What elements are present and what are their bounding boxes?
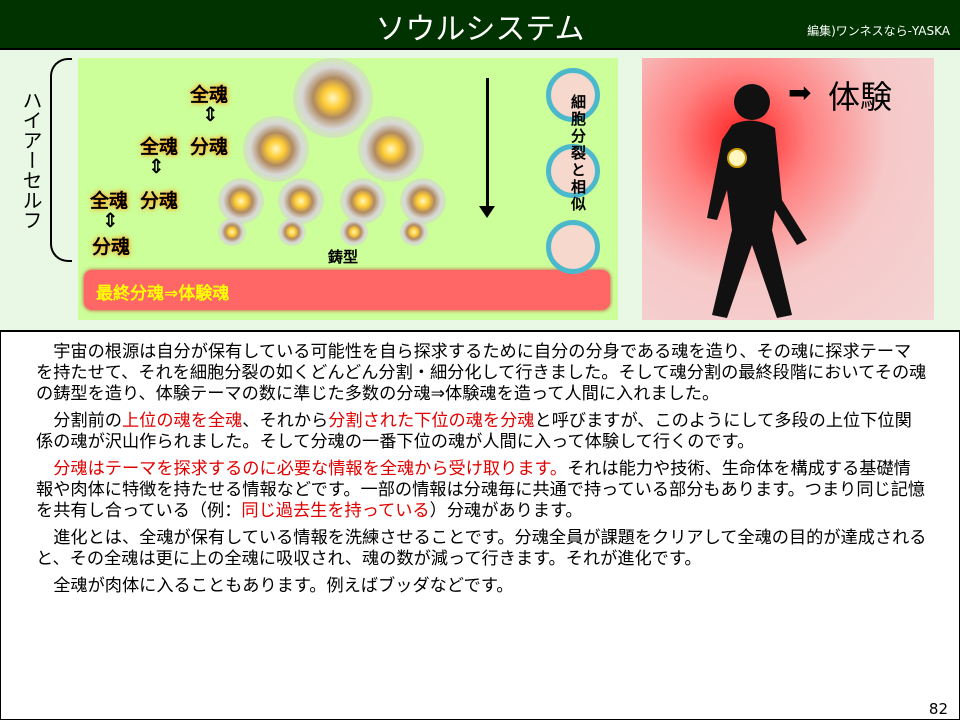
- updown-arrow-icon: ⇕: [202, 102, 219, 126]
- highlight-text: 分魂はテーマを探求するのに必要な情報を全魂から受け取ります。: [53, 459, 568, 479]
- label-whole-soul: 全魂: [140, 136, 179, 158]
- text-segment: 分割前の: [53, 411, 122, 431]
- soul-level2: [243, 116, 309, 182]
- highlight-text: 同じ過去生を持っている: [241, 501, 430, 521]
- human-silhouette-image: ➡ 体験: [642, 58, 934, 320]
- label-divided-soul: 分魂: [140, 190, 179, 212]
- updown-arrow-icon: ⇕: [148, 154, 165, 178]
- text-segment: ）分魂があります。: [429, 501, 583, 521]
- soul-level3: [400, 178, 446, 224]
- paragraph: 分割前の上位の魂を全魂、それから分割された下位の魂を分魂と呼びますが、このように…: [36, 411, 928, 453]
- label-divided-soul: 分魂: [92, 236, 131, 258]
- credit: 編集)ワンネスなら-YASKA: [807, 24, 950, 38]
- highlight-text: 分割された下位の魂を分魂: [328, 411, 535, 431]
- slide-title: ソウルシステム: [375, 12, 585, 47]
- cell-division-label: 細胞分裂と相似: [569, 94, 587, 213]
- mold-label: 鋳型: [328, 248, 359, 266]
- soul-diagram: 全魂 ⇕ 全魂 分魂 ⇕ 全魂 分魂 ⇕ 分魂 鋳型 最終分魂⇒体験魂 細胞分裂…: [78, 58, 618, 320]
- label-whole-soul: 全魂: [90, 190, 129, 212]
- text-segment: それは能力や技術、生命体を構成する基礎情報や肉体に特徴を持たせる情報などです。一…: [36, 459, 926, 521]
- paragraph: 宇宙の根源は自分が保有している可能性を自ら探求するために自分の分身である魂を造り…: [36, 342, 928, 405]
- cell-icon: [546, 68, 600, 122]
- soul-level4: [218, 218, 246, 246]
- paragraph: 分魂はテーマを探求するのに必要な情報を全魂から受け取ります。それは能力や技術、生…: [36, 459, 928, 522]
- cell-two-icon: [546, 144, 600, 198]
- experience-label: 体験: [828, 78, 893, 116]
- higher-self-label: ハイアーセルフ: [19, 90, 43, 230]
- text-segment: 全魂が肉体に入ることもあります。例えばブッダなどです。: [53, 576, 514, 596]
- soul-level4: [400, 218, 428, 246]
- human-silhouette-icon: [707, 84, 807, 318]
- title-bar: ソウルシステム 編集)ワンネスなら-YASKA: [0, 0, 960, 50]
- label-divided-soul: 分魂: [190, 136, 229, 158]
- cell-many-icon: [546, 220, 600, 274]
- text-segment: 進化とは、全魂が保有している情報を洗練させることです。分魂全員が課題をクリアして…: [36, 528, 927, 569]
- cell-division-icons: [546, 68, 606, 296]
- final-soul-bar: 最終分魂⇒体験魂: [84, 270, 610, 310]
- label-whole-soul: 全魂: [190, 84, 229, 106]
- body-text: 宇宙の根源は自分が保有している可能性を自ら探求するために自分の分身である魂を造り…: [36, 342, 928, 603]
- page-number: 82: [928, 700, 948, 718]
- final-soul-label: 最終分魂⇒体験魂: [96, 284, 230, 304]
- paragraph: 進化とは、全魂が保有している情報を洗練させることです。分魂全員が課題をクリアして…: [36, 528, 928, 570]
- text-segment: 、それから: [242, 411, 329, 431]
- paragraph: 全魂が肉体に入ることもあります。例えばブッダなどです。: [36, 576, 928, 597]
- updown-arrow-icon: ⇕: [102, 208, 119, 232]
- down-arrow-icon: [479, 78, 495, 218]
- brace: [50, 58, 72, 262]
- text-segment: 宇宙の根源は自分が保有している可能性を自ら探求するために自分の分身である魂を造り…: [36, 342, 927, 404]
- text-segment: と呼びますが、このようにして多段の上位下位関係の魂が沢山作られました。そして分魂…: [36, 411, 912, 452]
- soul-level3: [340, 178, 386, 224]
- soul-level2: [358, 116, 424, 182]
- illustration-panel: ハイアーセルフ 全魂 ⇕ 全魂 分魂 ⇕ 全魂 分魂 ⇕ 分魂 鋳型 最終分魂⇒…: [0, 50, 960, 332]
- soul-level4: [278, 218, 306, 246]
- soul-level3: [218, 178, 264, 224]
- soul-level3: [278, 178, 324, 224]
- right-arrow-icon: ➡: [788, 76, 812, 109]
- highlight-text: 上位の魂を全魂: [121, 411, 243, 431]
- soul-top: [293, 58, 373, 138]
- soul-level4: [340, 218, 368, 246]
